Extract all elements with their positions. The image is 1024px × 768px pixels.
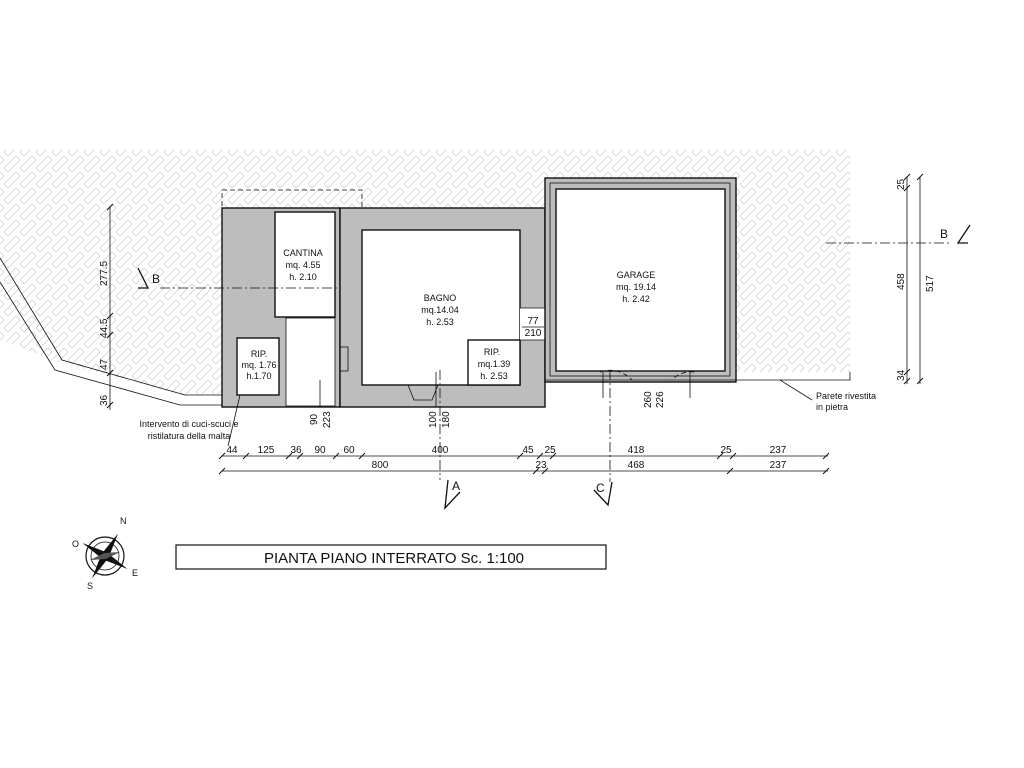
dim-517: 517	[925, 275, 936, 292]
dim-400: 400	[432, 445, 449, 456]
dim-36: 36	[290, 445, 302, 456]
dim-44: 44	[226, 445, 238, 456]
dim-60: 60	[343, 445, 355, 456]
dim-36-vertical: 36	[99, 394, 110, 406]
section-a-label: A	[452, 479, 460, 493]
dim-44-5: 44.5	[99, 318, 110, 338]
section-line-a: A	[439, 370, 461, 510]
opening-dim-226: 226	[655, 391, 666, 408]
opening-dim-260: 260	[643, 391, 654, 408]
dim-277-5: 277.5	[99, 261, 110, 286]
dim-90: 90	[314, 445, 326, 456]
dim-23: 23	[535, 460, 547, 471]
rip2-area: mq.1.39	[478, 359, 511, 369]
cantina-block	[221, 207, 341, 408]
room-label-cantina: CANTINA mq. 4.55 h. 2.10	[283, 248, 323, 282]
garage-name: GARAGE	[617, 270, 656, 280]
room-label-rip1: RIP. mq. 1.76 h.1.70	[241, 349, 276, 381]
cantina-area: mq. 4.55	[285, 260, 320, 270]
dimension-left-vertical: 277.5 44.5 47 36	[99, 203, 114, 410]
rip2-name: RIP.	[484, 347, 500, 357]
compass-n: N	[120, 516, 127, 526]
note-parete-line1: Parete rivestita	[816, 391, 876, 401]
rip1-area: mq. 1.76	[241, 360, 276, 370]
section-b-left-label: B	[152, 272, 160, 286]
compass-s: S	[87, 581, 93, 591]
rip1-height: h.1.70	[246, 371, 271, 381]
section-c-label: C	[596, 481, 605, 495]
dim-25-right: 25	[720, 445, 732, 456]
opening-dim-180: 180	[441, 411, 452, 428]
bagno-block	[339, 207, 546, 408]
compass-e: E	[132, 568, 138, 578]
room-label-garage: GARAGE mq. 19.14 h. 2.42	[616, 270, 656, 304]
compass-o: O	[72, 539, 79, 549]
cantina-name: CANTINA	[283, 248, 323, 258]
garage-height: h. 2.42	[622, 294, 650, 304]
note-intervento-line1: Intervento di cuci-scuci e	[139, 419, 238, 429]
note-intervento-line2: ristilatura della malta	[148, 431, 231, 441]
dim-237-row1: 237	[770, 445, 787, 456]
dim-45: 45	[522, 445, 534, 456]
room-label-rip2: RIP. mq.1.39 h. 2.53	[478, 347, 511, 381]
dim-25-vertical: 25	[896, 178, 907, 190]
dim-237-row2: 237	[770, 460, 787, 471]
page-title: PIANTA PIANO INTERRATO Sc. 1:100	[264, 550, 524, 567]
dim-458: 458	[896, 273, 907, 290]
section-line-c: C	[593, 370, 613, 507]
rip2-height: h. 2.53	[480, 371, 508, 381]
compass-icon: N E S O	[72, 516, 138, 591]
bagno-name: BAGNO	[424, 293, 457, 303]
opening-dimensions: 77 210 90 223 100 180 260 226	[309, 316, 666, 428]
opening-dim-100: 100	[428, 411, 439, 428]
dim-468: 468	[628, 460, 645, 471]
note-intervento: Intervento di cuci-scuci e ristilatura d…	[139, 394, 241, 447]
bagno-height: h. 2.53	[426, 317, 454, 327]
ground-profile	[0, 257, 222, 406]
dim-25-left: 25	[544, 445, 556, 456]
dim-125: 125	[258, 445, 275, 456]
dim-418: 418	[628, 445, 645, 456]
note-parete: Parete rivestita in pietra	[779, 379, 876, 412]
terrain-hatch	[0, 150, 850, 407]
title-block: PIANTA PIANO INTERRATO Sc. 1:100	[175, 544, 607, 570]
dimension-row-2: 800 23 468 237	[218, 460, 830, 475]
opening-dim-210: 210	[525, 328, 542, 339]
garage-area: mq. 19.14	[616, 282, 656, 292]
dimension-right-vertical: 25 458 517 34	[896, 173, 936, 385]
opening-dim-223: 223	[322, 411, 333, 428]
dimension-row-1: 44 125 36 90 60 400 45 25 418 25 237	[218, 445, 830, 460]
dim-800: 800	[372, 460, 389, 471]
note-parete-line2: in pietra	[816, 402, 848, 412]
opening-dim-77: 77	[527, 316, 539, 327]
garage-block	[544, 177, 851, 398]
section-line-b: B B	[137, 224, 971, 289]
section-b-right-label: B	[940, 227, 948, 241]
dim-34: 34	[896, 369, 907, 381]
dim-47: 47	[99, 358, 110, 370]
opening-dim-90: 90	[309, 413, 320, 425]
rip1-name: RIP.	[251, 349, 267, 359]
cantina-height: h. 2.10	[289, 272, 317, 282]
room-label-bagno: BAGNO mq.14.04 h. 2.53	[421, 293, 459, 327]
bagno-area: mq.14.04	[421, 305, 459, 315]
